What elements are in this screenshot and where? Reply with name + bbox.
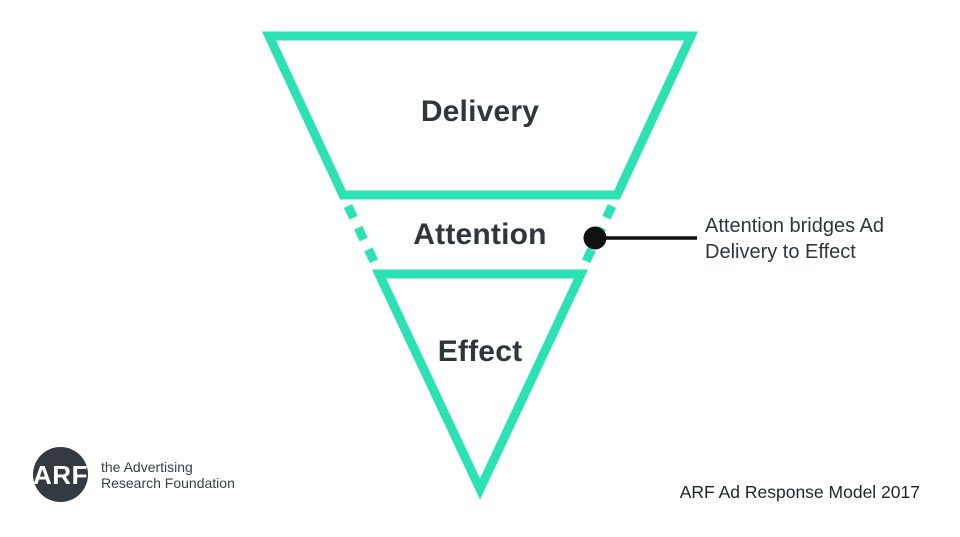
arf-logo-circle-icon: ARF	[33, 447, 88, 502]
arf-logo-name: the Advertising Research Foundation	[101, 459, 235, 491]
funnel-effect-shape	[371, 269, 589, 500]
footer-caption: ARF Ad Response Model 2017	[679, 482, 920, 502]
funnel-delivery-shape	[261, 31, 699, 200]
annotation-line-1: Attention bridges Ad	[705, 215, 885, 237]
arf-logo-name-line-2: Research Foundation	[101, 474, 235, 491]
arf-logo: ARF the Advertising Research Foundation	[33, 447, 235, 502]
annotation-line-2: Delivery to Effect	[705, 241, 856, 263]
funnel-attention-dashed-left	[343, 204, 383, 272]
arf-logo-monogram: ARF	[33, 460, 88, 490]
funnel-label-delivery: Delivery	[420, 95, 540, 128]
annotation-pointer-dot	[583, 226, 607, 250]
arf-logo-name-line-1: the Advertising	[101, 458, 193, 475]
funnel-label-attention: Attention	[413, 218, 547, 251]
annotation-text: Attention bridges Ad Delivery to Effect	[705, 213, 884, 265]
funnel-label-effect: Effect	[437, 335, 523, 368]
